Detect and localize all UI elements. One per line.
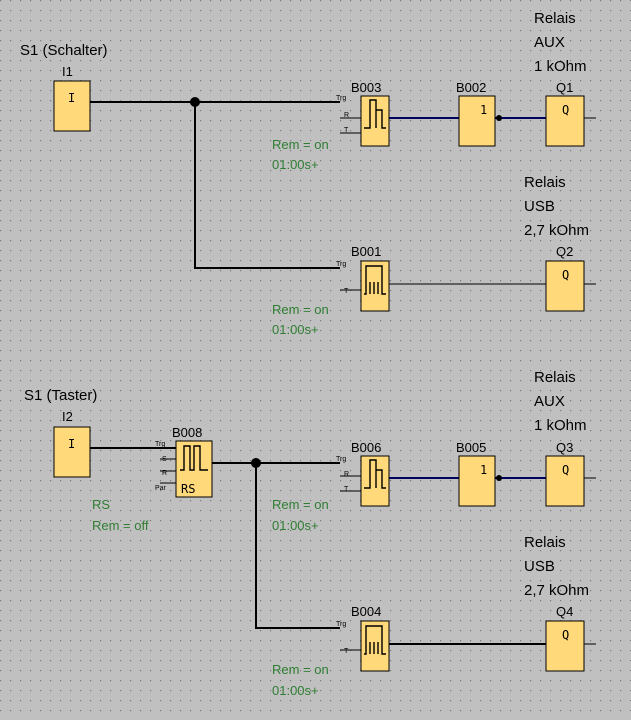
negation-dot xyxy=(496,475,502,481)
block-b008[interactable]: RS xyxy=(175,440,213,498)
input-i2-symbol: I xyxy=(68,437,75,451)
timer-glyph-icon xyxy=(364,99,386,129)
q2-kind: USB xyxy=(524,198,555,215)
param-time: 01:00s+ xyxy=(272,157,319,172)
q1-relais: Relais xyxy=(534,10,576,27)
pin-label: Trg xyxy=(336,621,346,628)
pin-label: Trg xyxy=(336,456,346,463)
pin-stubs xyxy=(340,475,361,492)
pin-stubs xyxy=(340,117,361,134)
block-b001-name: B001 xyxy=(351,244,381,259)
param-time: 01:00s+ xyxy=(272,683,319,698)
pin-label: Trg xyxy=(336,261,346,268)
output-q3-name: Q3 xyxy=(556,440,573,455)
output-q2-name: Q2 xyxy=(556,244,573,259)
q4-kind: USB xyxy=(524,558,555,575)
block-b002-symbol: 1 xyxy=(480,103,487,117)
input-i1-symbol: I xyxy=(68,91,75,105)
pin-label: S xyxy=(162,456,167,463)
param-rem: Rem = on xyxy=(272,137,329,152)
junction-dot xyxy=(190,97,200,107)
section-title-taster: S1 (Taster) xyxy=(24,387,97,404)
block-b001[interactable] xyxy=(360,260,390,312)
output-q4-symbol: Q xyxy=(562,628,569,642)
param-rem: Rem = on xyxy=(272,497,329,512)
param-rs: RS xyxy=(92,497,110,512)
param-rem: Rem = on xyxy=(272,662,329,677)
q1-kind: AUX xyxy=(534,34,565,51)
block-b008-name: B008 xyxy=(172,425,202,440)
q4-ohm: 2,7 kOhm xyxy=(524,582,589,599)
pin-label: T xyxy=(344,486,349,493)
output-q1-symbol: Q xyxy=(562,103,569,117)
block-b002[interactable]: 1 xyxy=(458,95,496,147)
block-b006[interactable] xyxy=(360,455,390,507)
q3-ohm: 1 kOhm xyxy=(534,417,587,434)
output-block-q1[interactable]: Q xyxy=(545,95,585,147)
output-block-q3[interactable]: Q xyxy=(545,455,585,507)
pin-stubs xyxy=(160,458,176,484)
block-b004-name: B004 xyxy=(351,604,381,619)
q2-relais: Relais xyxy=(524,174,566,191)
param-rem: Rem = on xyxy=(272,302,329,317)
input-i1-name: I1 xyxy=(62,64,73,79)
pin-label: R xyxy=(344,112,349,119)
pin-label: R xyxy=(162,470,167,477)
pin-label: Par xyxy=(155,485,167,492)
negation-dot xyxy=(496,115,502,121)
pin-label: T xyxy=(344,288,349,295)
block-b008-symbol: RS xyxy=(181,482,195,496)
block-b004[interactable] xyxy=(360,620,390,672)
pin-label: Trg xyxy=(155,441,165,448)
block-b005-symbol: 1 xyxy=(480,463,487,477)
pin-label: Trg xyxy=(336,95,346,102)
param-rem: Rem = off xyxy=(92,518,149,533)
block-b003-name: B003 xyxy=(351,80,381,95)
section-title-schalter: S1 (Schalter) xyxy=(20,42,108,59)
q3-kind: AUX xyxy=(534,393,565,410)
rs-glyph-icon xyxy=(180,445,208,471)
block-b002-name: B002 xyxy=(456,80,486,95)
timer-glyph-icon xyxy=(364,625,386,655)
q1-ohm: 1 kOhm xyxy=(534,58,587,75)
pin-label: T xyxy=(344,648,349,655)
param-time: 01:00s+ xyxy=(272,322,319,337)
param-time: 01:00s+ xyxy=(272,518,319,533)
block-b003[interactable] xyxy=(360,95,390,147)
output-q2-symbol: Q xyxy=(562,268,569,282)
input-block-i2[interactable]: I xyxy=(53,426,91,478)
wire-b008-b004 xyxy=(255,463,340,629)
output-q4-name: Q4 xyxy=(556,604,573,619)
output-q1-name: Q1 xyxy=(556,80,573,95)
pin-label: T xyxy=(344,127,349,134)
block-b005[interactable]: 1 xyxy=(458,455,496,507)
junction-dot xyxy=(251,458,261,468)
timer-glyph-icon xyxy=(364,459,386,489)
output-block-q4[interactable]: Q xyxy=(545,620,585,672)
output-q3-symbol: Q xyxy=(562,463,569,477)
block-b006-name: B006 xyxy=(351,440,381,455)
input-i2-name: I2 xyxy=(62,409,73,424)
block-b005-name: B005 xyxy=(456,440,486,455)
q2-ohm: 2,7 kOhm xyxy=(524,222,589,239)
output-block-q2[interactable]: Q xyxy=(545,260,585,312)
input-block-i1[interactable]: I xyxy=(53,80,91,132)
q3-relais: Relais xyxy=(534,369,576,386)
pin-label: R xyxy=(344,471,349,478)
timer-glyph-icon xyxy=(364,265,386,295)
q4-relais: Relais xyxy=(524,534,566,551)
wire-i1-b001 xyxy=(194,102,340,269)
